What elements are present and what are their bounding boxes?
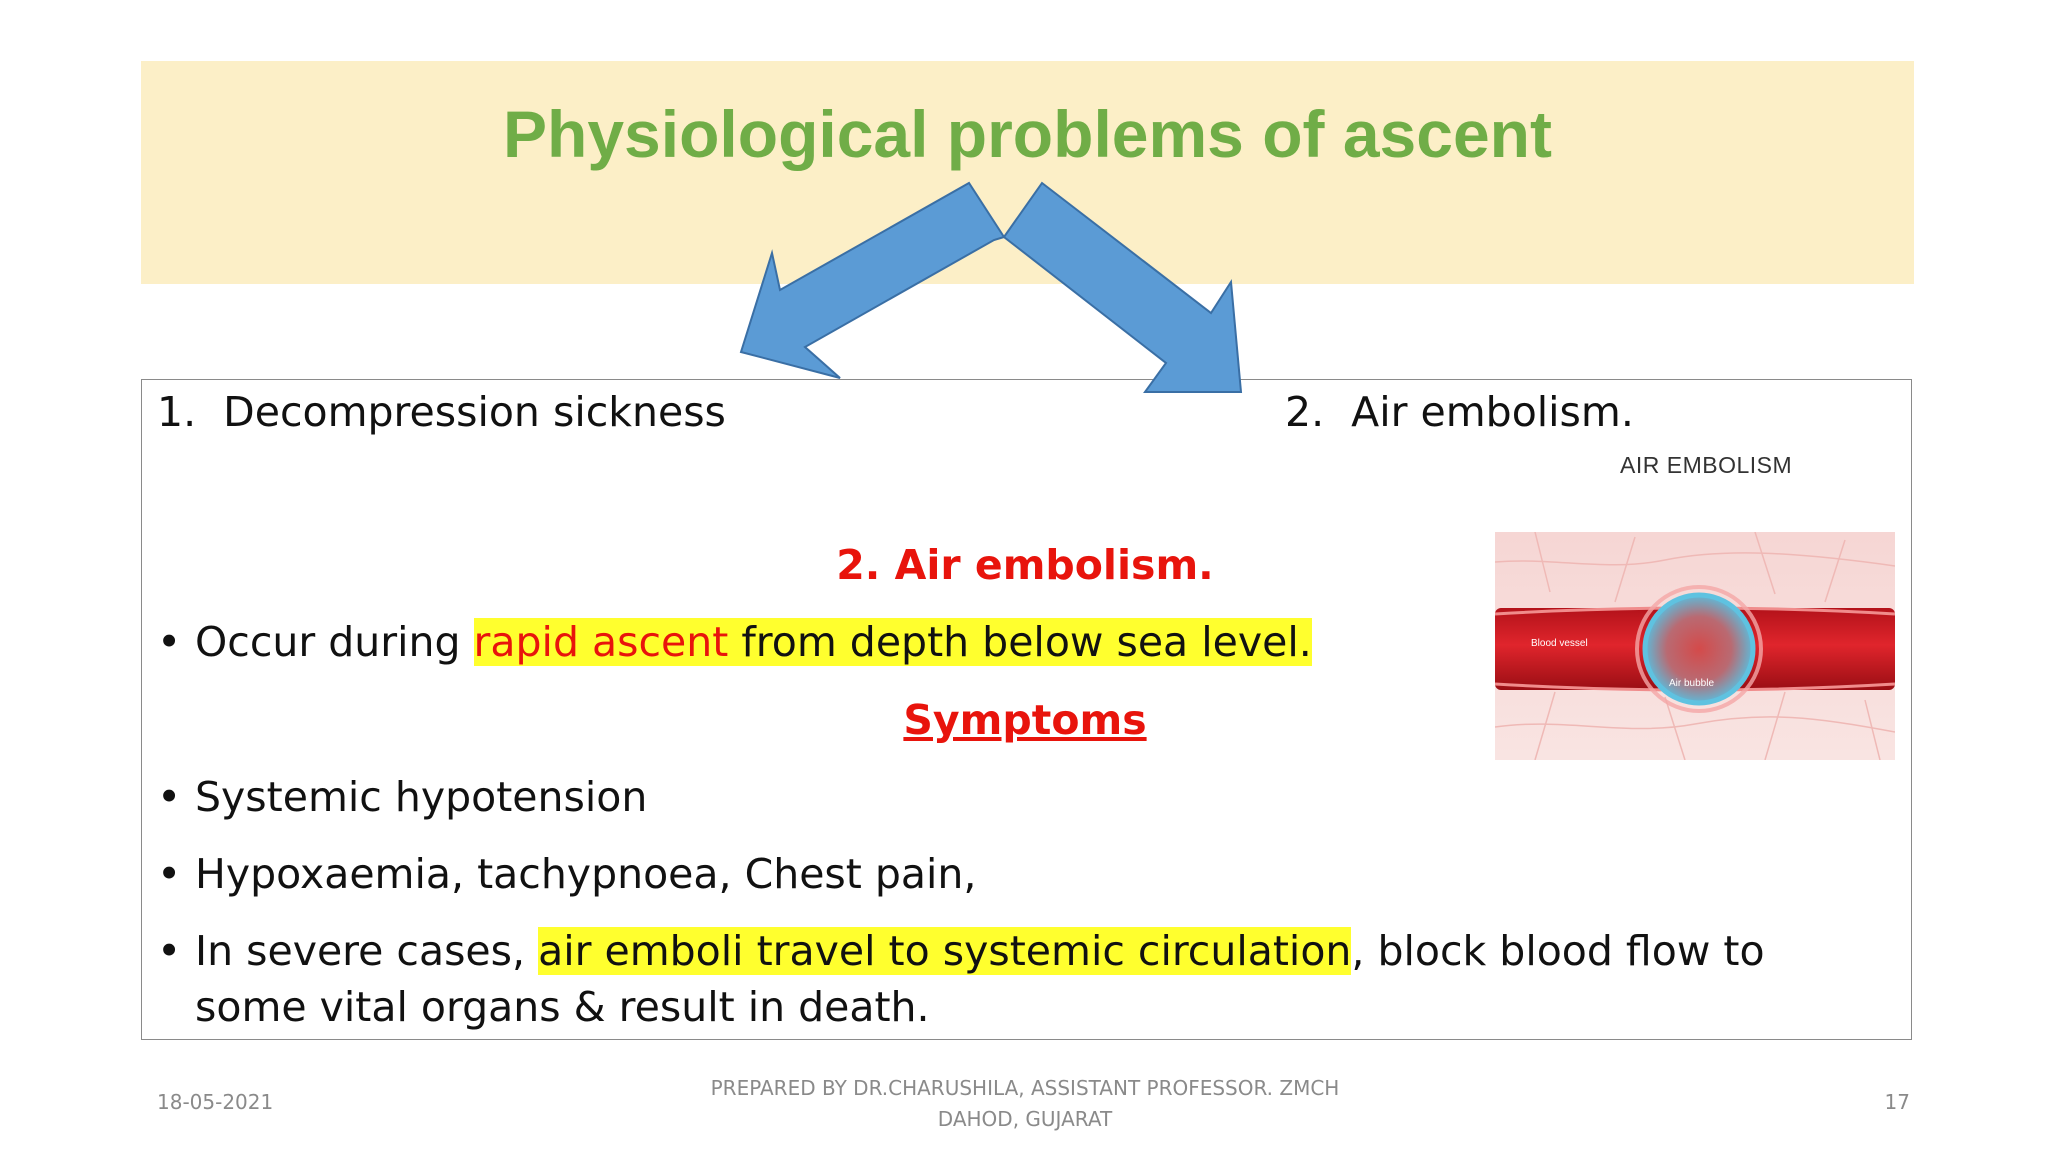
severe-rest: , block blood flow to xyxy=(1351,927,1765,975)
slide-title: Physiological problems of ascent xyxy=(503,97,1552,171)
highlight-depth: from depth below sea level. xyxy=(728,618,1312,666)
bullet-glyph: • xyxy=(157,850,182,898)
list-item-air-embolism: 2. Air embolism. xyxy=(1285,384,1634,440)
symptom-text: Hypoxaemia, tachypnoea, Chest pain, xyxy=(195,850,977,898)
bullet-lead: Occur during xyxy=(195,618,474,666)
severe-lead: In severe cases, xyxy=(195,927,539,975)
bullet-occur: • Occur during rapid ascent from depth be… xyxy=(157,614,1312,670)
page-number: 17 xyxy=(1884,1090,1910,1114)
item-label: Air embolism. xyxy=(1351,388,1634,436)
highlight-emboli: air emboli travel to systemic circulatio… xyxy=(538,927,1352,975)
bullet-glyph: • xyxy=(157,773,182,821)
footer-date: 18-05-2021 xyxy=(157,1090,274,1114)
air-bubble-icon xyxy=(1642,592,1756,706)
item-number: 2. xyxy=(1285,388,1325,436)
image-caption: AIR EMBOLISM xyxy=(1620,452,1793,478)
item-label: Decompression sickness xyxy=(223,388,726,436)
item-number: 1. xyxy=(157,388,197,436)
highlight-rapid-ascent: rapid ascent xyxy=(473,618,729,666)
credit-line-2: DAHOD, GUJARAT xyxy=(937,1107,1113,1131)
symptoms-heading: Symptoms xyxy=(903,696,1147,744)
bullet-symptom: • Hypoxaemia, tachypnoea, Chest pain, xyxy=(157,846,976,902)
bullet-severe: • In severe cases, air emboli travel to s… xyxy=(157,923,1765,979)
bullet-severe-continuation: some vital organs & result in death. xyxy=(195,983,930,1031)
footer-credit: PREPARED BY DR.CHARUSHILA, ASSISTANT PRO… xyxy=(680,1073,1370,1135)
label-blood-vessel: Blood vessel xyxy=(1531,638,1588,649)
bullet-symptom: • Systemic hypotension xyxy=(157,769,647,825)
list-item-decompression: 1. Decompression sickness xyxy=(157,384,726,440)
bullet-glyph: • xyxy=(157,927,182,975)
air-embolism-illustration: Blood vessel Air bubble xyxy=(1495,532,1895,760)
section-heading: 2. Air embolism. xyxy=(836,541,1214,589)
bullet-glyph: • xyxy=(157,618,182,666)
label-air-bubble: Air bubble xyxy=(1669,678,1714,689)
symptom-text: Systemic hypotension xyxy=(195,773,648,821)
credit-line-1: PREPARED BY DR.CHARUSHILA, ASSISTANT PRO… xyxy=(710,1076,1340,1100)
